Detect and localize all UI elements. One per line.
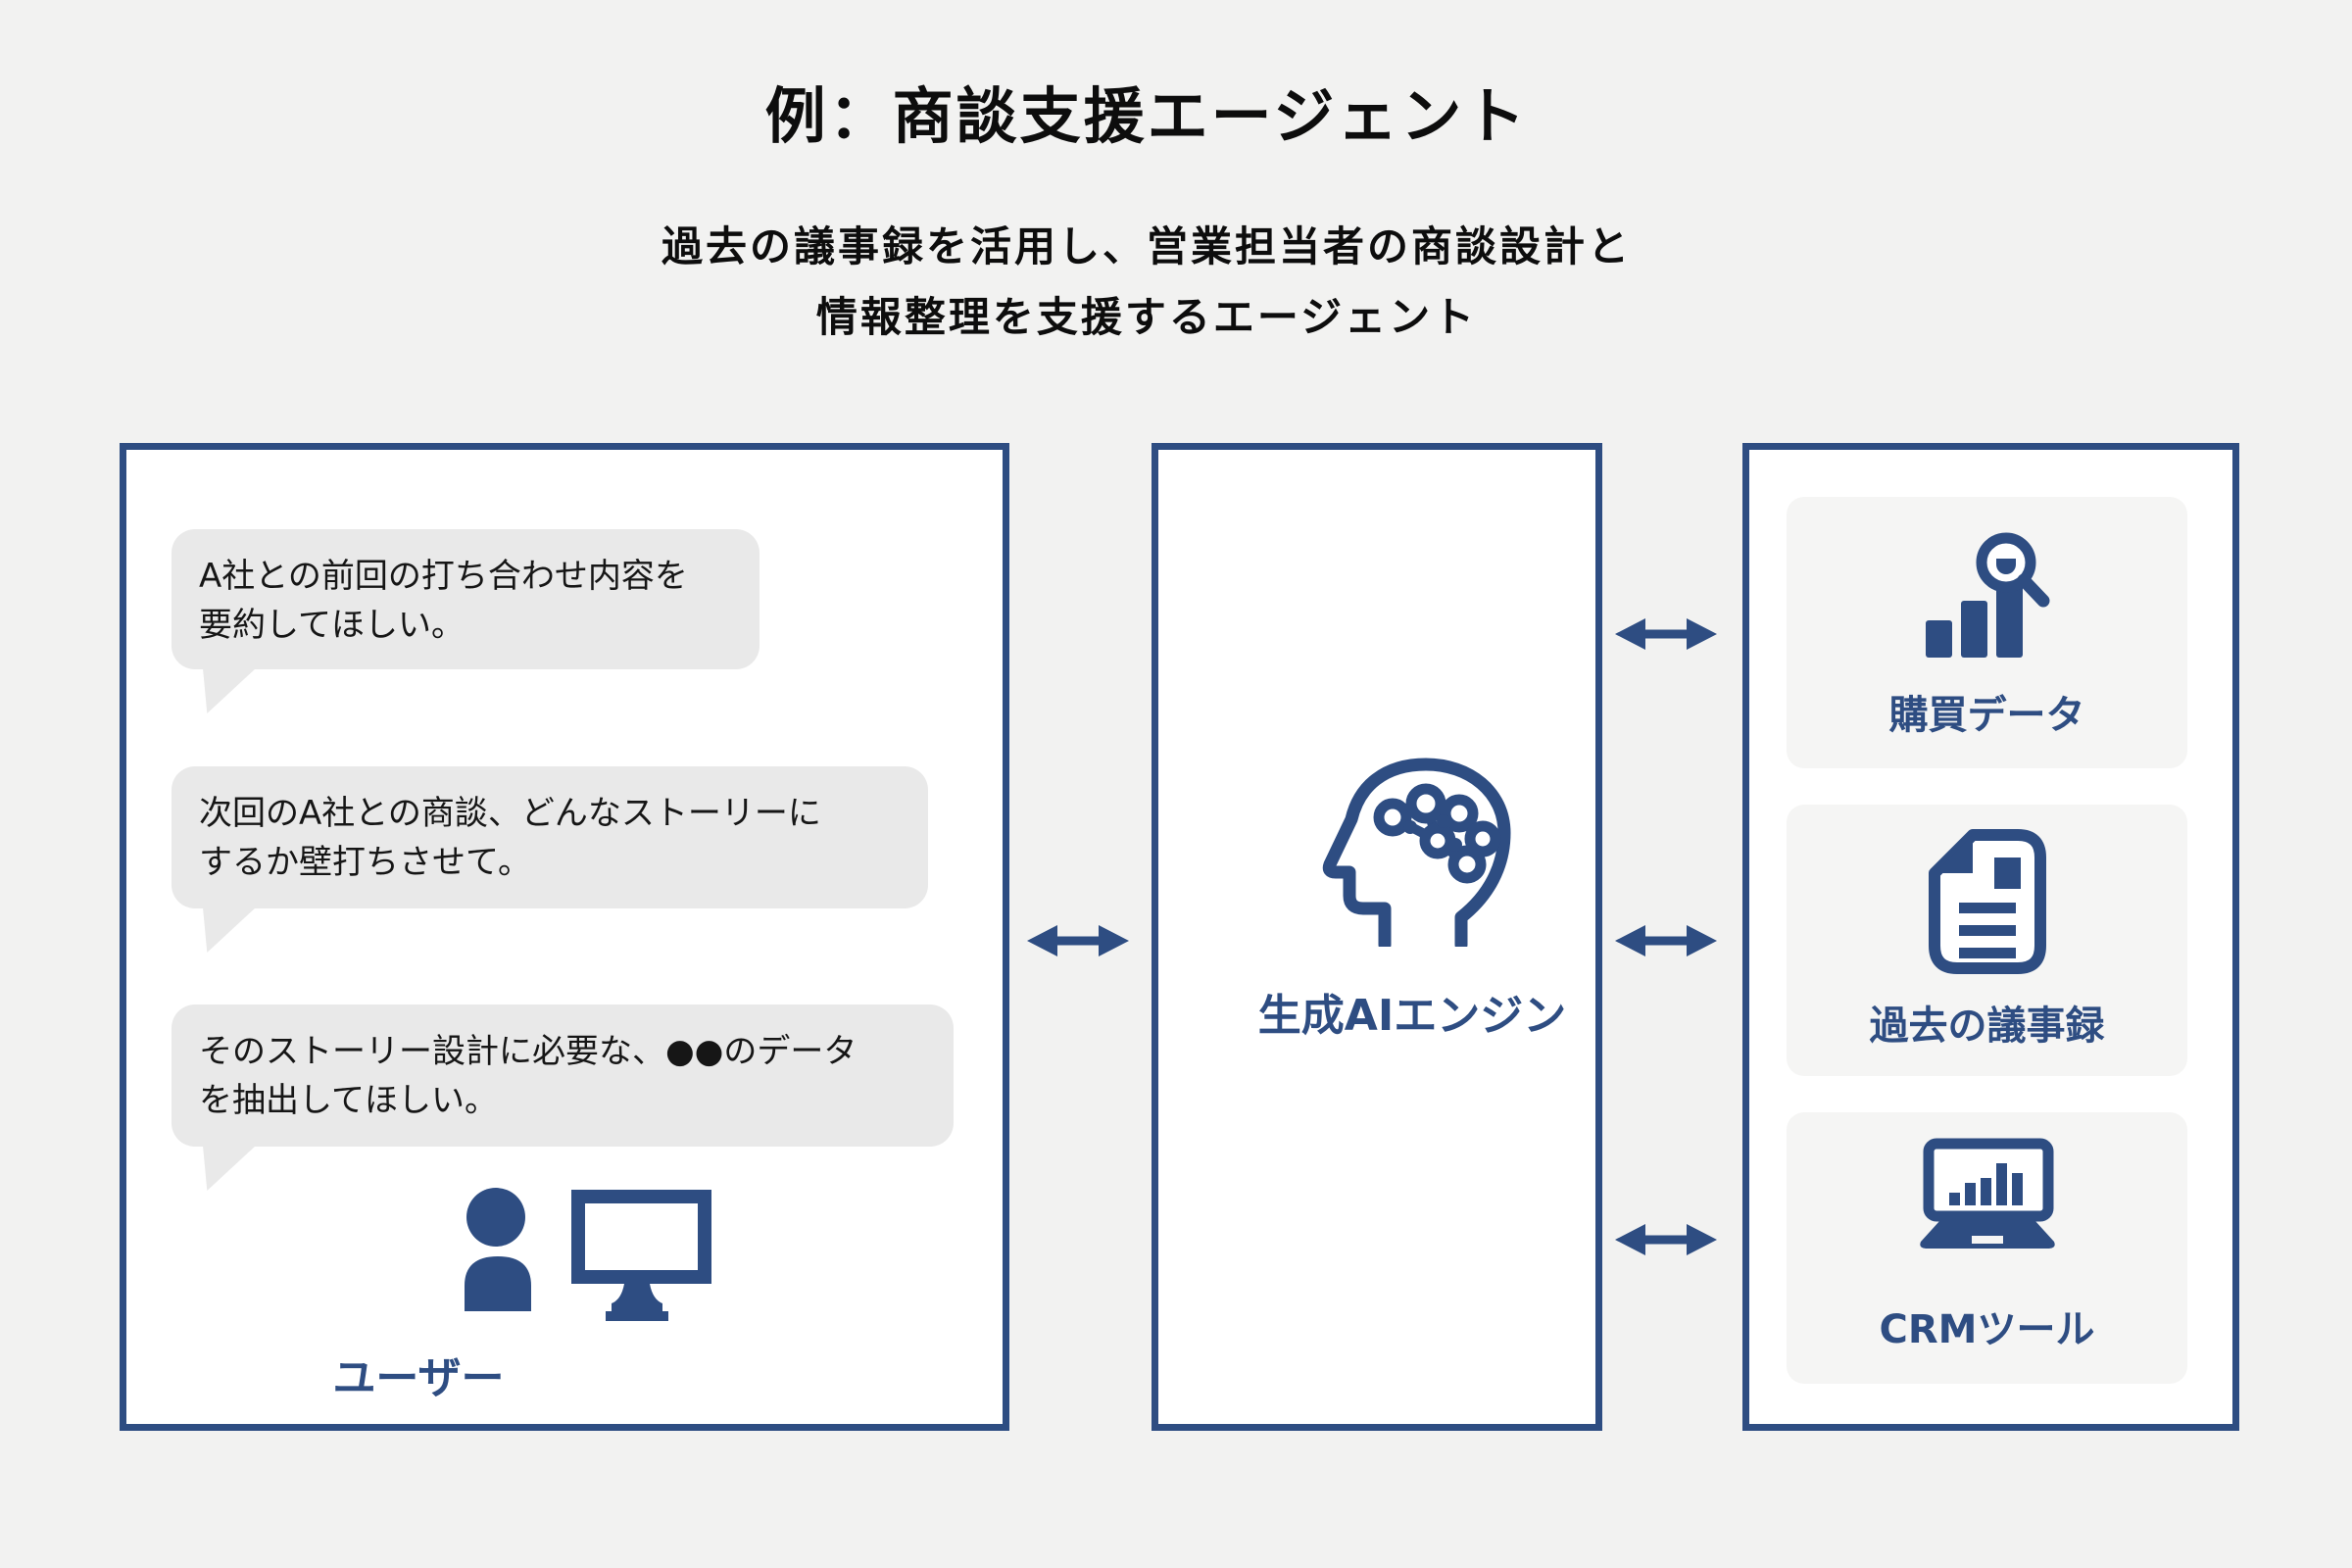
page-subtitle: 過去の議事録を活用し、営業担当者の商談設計と 情報整理を支援するエージェント xyxy=(0,212,2293,353)
user-monitor-icon xyxy=(465,1188,711,1321)
bar-chart-magnifier-icon xyxy=(1922,532,2053,658)
arrow-user-ai xyxy=(1027,925,1129,956)
ai-head-brain-icon xyxy=(1322,758,1511,947)
chat-bubble-2-line-2: するか壁打ちさせて。 xyxy=(199,843,531,882)
arrow-ai-minutes xyxy=(1615,925,1717,956)
chat-bubble-3: そのストーリー設計に必要な、●●のデータ を抽出してほしい。 xyxy=(172,1004,954,1147)
data-card-purchase: 購買データ xyxy=(1787,497,2187,768)
user-panel-label: ユーザー xyxy=(332,1353,505,1403)
brain-network-nodes xyxy=(1373,783,1501,884)
arrow-ai-crm xyxy=(1615,1224,1717,1255)
laptop-chart-icon xyxy=(1913,1138,2062,1277)
chat-bubble-3-line-2: を抽出してほしい。 xyxy=(199,1081,498,1120)
arrow-ai-purchase-data xyxy=(1615,618,1717,650)
chat-bubble-2-line-1: 次回のA社との商談、どんなストーリーに xyxy=(199,794,821,833)
brain-network-dots xyxy=(1403,814,1462,852)
document-icon xyxy=(1928,828,2047,975)
minutes-label: 過去の議事録 xyxy=(1869,1004,2105,1049)
chat-bubble-1-line-1: A社との前回の打ち合わせ内容を xyxy=(199,557,688,596)
chat-bubble-1: A社との前回の打ち合わせ内容を 要約してほしい。 xyxy=(172,529,760,669)
ai-engine-panel: 生成AIエンジン xyxy=(1152,443,1602,1431)
subtitle-line-1: 過去の議事録を活用し、営業担当者の商談設計と xyxy=(661,222,1632,270)
chat-bubble-2: 次回のA社との商談、どんなストーリーに するか壁打ちさせて。 xyxy=(172,766,928,908)
page-title: 例：商談支援エージェント xyxy=(764,80,1529,152)
person-icon xyxy=(465,1188,531,1311)
crm-tool-label: CRMツール xyxy=(1879,1307,2095,1352)
data-card-minutes: 過去の議事録 xyxy=(1787,805,2187,1076)
data-sources-panel: 購買データ 過去の議事録 xyxy=(1742,443,2239,1431)
chat-bubble-1-line-2: 要約してほしい。 xyxy=(199,606,465,645)
purchase-data-label: 購買データ xyxy=(1888,693,2085,738)
user-panel: A社との前回の打ち合わせ内容を 要約してほしい。 次回のA社との商談、どんなスト… xyxy=(120,443,1009,1431)
chat-bubble-3-line-1: そのストーリー設計に必要な、●●のデータ xyxy=(199,1032,858,1071)
subtitle-line-2: 情報整理を支援するエージェント xyxy=(815,293,1478,341)
data-card-crm: CRMツール xyxy=(1787,1112,2187,1384)
monitor-icon xyxy=(571,1190,711,1321)
ai-engine-label: 生成AIエンジン xyxy=(1257,991,1567,1041)
